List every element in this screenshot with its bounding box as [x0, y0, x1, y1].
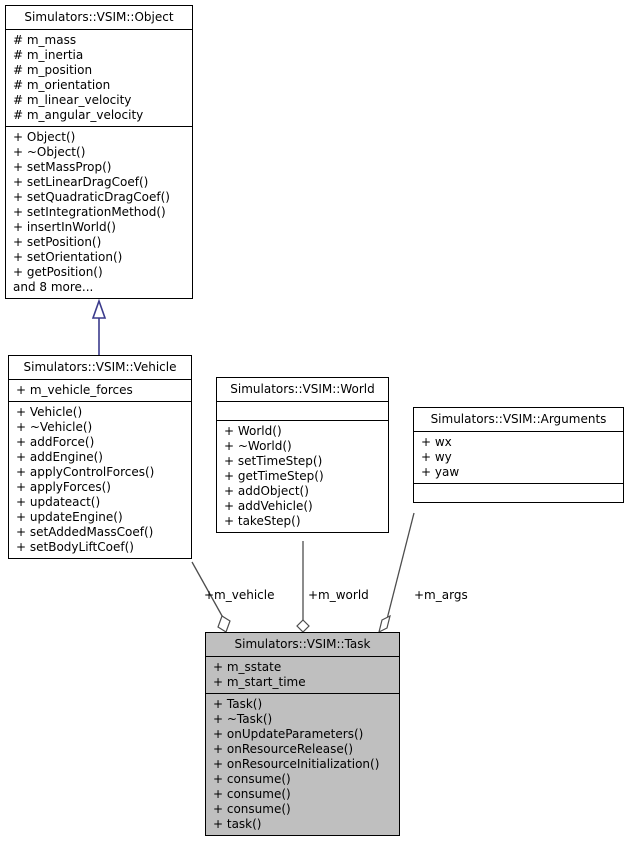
class-operation: + applyForces(): [16, 480, 111, 494]
class-operations-world: + World() + ~World() + setTimeStep() + g…: [217, 421, 388, 532]
class-attribute: + m_start_time: [213, 675, 306, 689]
class-attribute: # m_angular_velocity: [13, 108, 144, 122]
class-operations-vehicle: + Vehicle() + ~Vehicle() + addForce() + …: [9, 402, 191, 558]
class-title-object: Simulators::VSIM::Object: [6, 6, 192, 30]
class-operation: + applyControlForces(): [16, 465, 155, 479]
class-operation: + task(): [213, 817, 262, 831]
class-operation: + setMassProp(): [13, 160, 112, 174]
class-operation: + getPosition(): [13, 265, 103, 279]
class-attributes-vehicle: + m_vehicle_forces: [9, 380, 191, 402]
class-operation: + consume(): [213, 787, 291, 801]
class-title-arguments: Simulators::VSIM::Arguments: [414, 408, 623, 432]
class-operation: + addVehicle(): [224, 499, 313, 513]
edge-aggregation-world-task: [296, 541, 310, 633]
class-box-object[interactable]: Simulators::VSIM::Object # m_mass # m_in…: [5, 5, 193, 299]
class-operation: + ~Vehicle(): [16, 420, 93, 434]
class-operation: + getTimeStep(): [224, 469, 324, 483]
class-operation: + setPosition(): [13, 235, 102, 249]
class-operation: + setTimeStep(): [224, 454, 323, 468]
class-title-vehicle: Simulators::VSIM::Vehicle: [9, 356, 191, 380]
class-operation: + updateact(): [16, 495, 101, 509]
class-operation-more: and 8 more...: [13, 280, 94, 294]
edge-label-m-args: +m_args: [414, 588, 468, 602]
class-operation: + Vehicle(): [16, 405, 83, 419]
edge-label-m-vehicle: +m_vehicle: [204, 588, 275, 602]
class-attribute: # m_linear_velocity: [13, 93, 132, 107]
class-operation: + consume(): [213, 772, 291, 786]
class-operation: + ~Object(): [13, 145, 86, 159]
class-operation: + takeStep(): [224, 514, 301, 528]
class-attribute: # m_orientation: [13, 78, 111, 92]
class-operation: + World(): [224, 424, 282, 438]
class-attribute: # m_position: [13, 63, 93, 77]
class-title-task: Simulators::VSIM::Task: [206, 633, 399, 657]
class-attribute: # m_mass: [13, 33, 77, 47]
class-operation: + addEngine(): [16, 450, 103, 464]
class-operation: + ~World(): [224, 439, 292, 453]
class-operation: + onResourceRelease(): [213, 742, 354, 756]
class-box-arguments[interactable]: Simulators::VSIM::Arguments + wx + wy + …: [413, 407, 624, 503]
class-box-task[interactable]: Simulators::VSIM::Task + m_sstate + m_st…: [205, 632, 400, 836]
class-operation: + updateEngine(): [16, 510, 123, 524]
class-operation: + setIntegrationMethod(): [13, 205, 166, 219]
class-attribute: + yaw: [421, 465, 460, 479]
class-operation: + Object(): [13, 130, 76, 144]
class-attribute: + wx: [421, 435, 452, 449]
edge-label-m-world: +m_world: [308, 588, 369, 602]
class-operation: + setQuadraticDragCoef(): [13, 190, 170, 204]
class-operation: + setLinearDragCoef(): [13, 175, 149, 189]
class-attributes-task: + m_sstate + m_start_time: [206, 657, 399, 694]
class-attributes-object: # m_mass # m_inertia # m_position # m_or…: [6, 30, 192, 127]
class-box-world[interactable]: Simulators::VSIM::World + World() + ~Wor…: [216, 377, 389, 533]
class-attributes-arguments: + wx + wy + yaw: [414, 432, 623, 484]
class-attribute: + m_vehicle_forces: [16, 383, 133, 397]
class-operations-arguments: [414, 484, 623, 502]
class-attribute: # m_inertia: [13, 48, 84, 62]
class-attribute: + wy: [421, 450, 452, 464]
class-operation: + consume(): [213, 802, 291, 816]
edge-inheritance-vehicle-object: [91, 298, 107, 355]
class-operations-task: + Task() + ~Task() + onUpdateParameters(…: [206, 694, 399, 835]
class-attributes-world: [217, 402, 388, 421]
class-title-world: Simulators::VSIM::World: [217, 378, 388, 402]
class-operation: + onUpdateParameters(): [213, 727, 364, 741]
class-operation: + ~Task(): [213, 712, 273, 726]
class-operation: + addObject(): [224, 484, 309, 498]
class-attribute: + m_sstate: [213, 660, 282, 674]
class-operation: + setOrientation(): [13, 250, 123, 264]
class-operation: + onResourceInitialization(): [213, 757, 380, 771]
class-box-vehicle[interactable]: Simulators::VSIM::Vehicle + m_vehicle_fo…: [8, 355, 192, 559]
class-operation: + insertInWorld(): [13, 220, 116, 234]
class-operation: + addForce(): [16, 435, 95, 449]
class-operation: + Task(): [213, 697, 263, 711]
class-operation: + setAddedMassCoef(): [16, 525, 154, 539]
class-operations-object: + Object() + ~Object() + setMassProp() +…: [6, 127, 192, 298]
class-operation: + setBodyLiftCoef(): [16, 540, 134, 554]
